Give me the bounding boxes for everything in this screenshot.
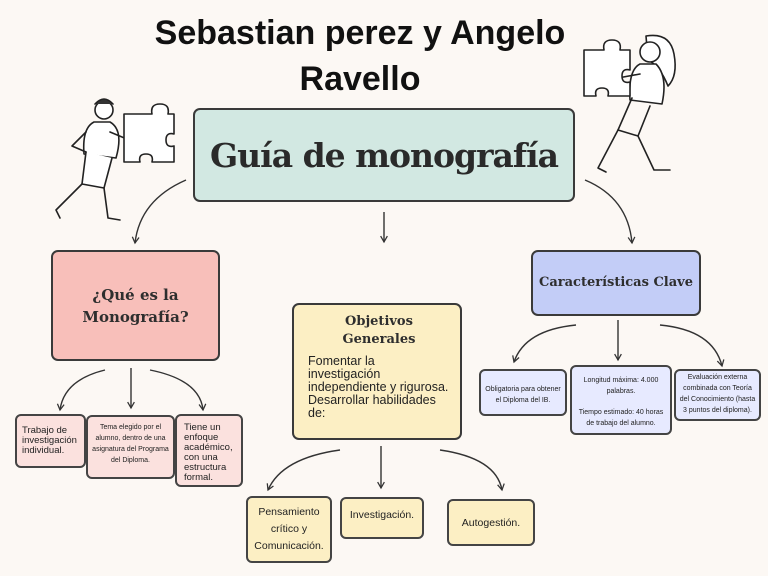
objetivos-item-text: Autogestión. [461, 516, 521, 529]
caracteristicas-item-text: Evaluación externa combinada con Teoría … [679, 374, 756, 414]
que-es-box: ¿Qué es la Monografía? [51, 250, 220, 361]
que-es-item-text: Trabajo de investigación individual. [22, 425, 77, 456]
person-puzzle-left-illustration [55, 98, 175, 221]
caracteristicas-item: Obligatoria para obtener el Diploma del … [479, 369, 567, 416]
caracteristicas-item-text: Longitud máxima: 4.000 palabras. [583, 377, 659, 395]
que-es-item: Trabajo de investigación individual. [15, 414, 86, 468]
caracteristicas-box: Características Clave [531, 250, 701, 316]
que-es-item: Tema elegido por el alumno, dentro de un… [86, 415, 175, 479]
caracteristicas-title: Características Clave [538, 275, 693, 290]
objetivos-item-text: Pensamiento crítico y Comunicación. [254, 506, 324, 552]
caracteristicas-item: Evaluación externa combinada con Teoría … [674, 369, 761, 421]
caracteristicas-item-text: Obligatoria para obtener el Diploma del … [485, 386, 561, 404]
que-es-title: ¿Qué es la Monografía? [82, 285, 189, 326]
que-es-item-text: Tiene un enfoque académico, con una estr… [184, 422, 233, 483]
objetivos-item-text: Investigación. [349, 509, 415, 521]
authors-heading: Sebastian perez y Angelo Ravello [154, 14, 566, 98]
caracteristicas-item: Longitud máxima: 4.000 palabras. Tiempo … [570, 365, 672, 435]
objetivos-item: Investigación. [340, 497, 424, 539]
person-puzzle-right-illustration [583, 34, 676, 173]
objetivos-title: Objetivos Generales [342, 314, 416, 347]
objetivos-body: Fomentar la investigación independiente … [308, 354, 449, 420]
objetivos-item: Autogestión. [447, 499, 535, 546]
que-es-item-text: Tema elegido por el alumno, dentro de un… [92, 424, 169, 464]
objetivos-box: Objetivos Generales Fomentar la investig… [292, 303, 462, 440]
caracteristicas-item-text: Tiempo estimado: 40 horas de trabajo del… [578, 409, 664, 427]
que-es-item: Tiene un enfoque académico, con una estr… [175, 414, 243, 487]
objetivos-item: Pensamiento crítico y Comunicación. [246, 496, 332, 563]
main-title: Guía de monografía [209, 135, 559, 175]
main-title-box: Guía de monografía [193, 108, 575, 202]
